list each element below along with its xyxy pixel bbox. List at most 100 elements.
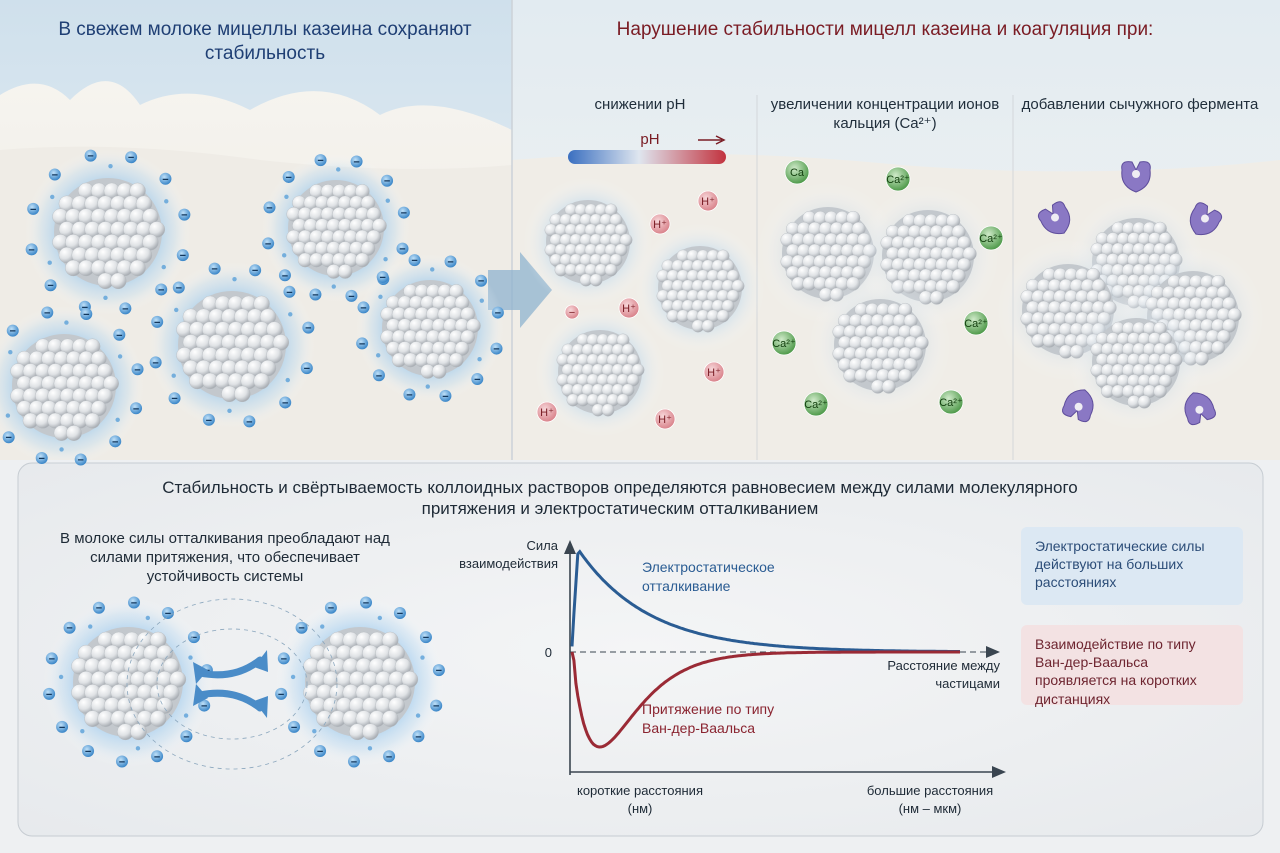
svg-text:−: − xyxy=(379,272,385,284)
svg-text:−: − xyxy=(96,603,102,615)
svg-text:−: − xyxy=(87,151,93,163)
svg-text:−: − xyxy=(569,307,575,319)
svg-text:−: − xyxy=(134,364,140,376)
svg-text:−: − xyxy=(38,453,44,465)
svg-text:−: − xyxy=(304,363,310,375)
svg-text:−: − xyxy=(112,436,118,448)
svg-text:−: − xyxy=(59,722,65,734)
svg-text:−: − xyxy=(158,284,164,296)
micelle-ph-2 xyxy=(635,223,765,353)
svg-text:−: − xyxy=(52,170,58,182)
svg-text:−: − xyxy=(83,309,89,321)
svg-text:−: − xyxy=(181,210,187,222)
svg-text:−: − xyxy=(128,152,134,164)
micelle-ph-1 xyxy=(523,177,653,307)
calcium-ion-1: Ca xyxy=(785,160,809,184)
chart-xlabel-line2: частицами xyxy=(935,676,1000,691)
svg-text:−: − xyxy=(206,415,212,427)
svg-text:−: − xyxy=(85,746,91,758)
chart-xlabel-line1: Расстояние между xyxy=(887,658,1000,673)
svg-text:−: − xyxy=(266,202,272,214)
svg-text:−: − xyxy=(298,623,304,635)
svg-text:−: − xyxy=(291,722,297,734)
chart-ylabel-line1: Сила xyxy=(527,538,559,553)
svg-text:Ca²⁺: Ca²⁺ xyxy=(964,318,988,330)
svg-text:−: − xyxy=(474,374,480,386)
series-label-repulsion-line2: отталкивание xyxy=(642,578,731,594)
chart-x-short-line2: (нм) xyxy=(628,801,653,816)
svg-text:−: − xyxy=(312,289,318,301)
svg-text:−: − xyxy=(495,308,501,320)
svg-text:H⁺: H⁺ xyxy=(658,414,672,426)
svg-text:−: − xyxy=(399,244,405,256)
svg-text:Ca²⁺: Ca²⁺ xyxy=(804,399,828,411)
svg-text:−: − xyxy=(119,757,125,769)
chart-ylabel-line2: взаимодействия xyxy=(459,556,558,571)
chart-zero-label: 0 xyxy=(545,645,552,660)
svg-text:−: − xyxy=(180,250,186,262)
svg-text:−: − xyxy=(281,653,287,665)
hydrogen-ion-6: H⁺ xyxy=(655,409,675,429)
svg-text:−: − xyxy=(436,665,442,677)
svg-text:−: − xyxy=(351,757,357,769)
chart-x-long-line2: (нм – мкм) xyxy=(899,801,962,816)
svg-text:−: − xyxy=(183,731,189,743)
svg-text:−: − xyxy=(5,432,11,444)
svg-text:−: − xyxy=(152,357,158,369)
svg-text:−: − xyxy=(401,208,407,220)
svg-text:−: − xyxy=(286,287,292,299)
hydrogen-ion-2: H⁺ xyxy=(698,191,718,211)
svg-text:−: − xyxy=(442,391,448,403)
svg-text:−: − xyxy=(411,255,417,267)
svg-text:−: − xyxy=(30,204,36,216)
svg-text:−: − xyxy=(360,302,366,314)
svg-text:−: − xyxy=(246,416,252,428)
svg-text:Ca: Ca xyxy=(790,167,805,179)
svg-text:−: − xyxy=(285,172,291,184)
svg-text:−: − xyxy=(154,317,160,329)
svg-text:−: − xyxy=(317,746,323,758)
chart-x-short-line1: короткие расстояния xyxy=(577,783,703,798)
calcium-ion-5: Ca²⁺ xyxy=(964,311,988,335)
calcium-ion-3: Ca²⁺ xyxy=(979,226,1003,250)
svg-text:−: − xyxy=(359,338,365,350)
svg-text:−: − xyxy=(49,653,55,665)
svg-text:−: − xyxy=(348,291,354,303)
svg-text:−: − xyxy=(211,264,217,276)
chart-x-long-line1: большие расстояния xyxy=(867,783,993,798)
svg-text:−: − xyxy=(252,265,258,277)
svg-text:−: − xyxy=(78,455,84,467)
note-van-der-waals: Взаимодействие по типу Ван-дер-Ваальса п… xyxy=(1021,625,1243,705)
note-electrostatic: Электростатические силы действуют на бол… xyxy=(1021,527,1243,605)
svg-text:−: − xyxy=(154,751,160,763)
svg-text:H⁺: H⁺ xyxy=(540,407,554,419)
svg-text:−: − xyxy=(10,326,16,338)
svg-text:Ca²⁺: Ca²⁺ xyxy=(772,338,796,350)
svg-text:−: − xyxy=(376,370,382,382)
svg-text:H⁺: H⁺ xyxy=(653,219,667,231)
svg-text:−: − xyxy=(386,751,392,763)
svg-text:−: − xyxy=(122,303,128,315)
svg-text:−: − xyxy=(478,276,484,288)
svg-text:−: − xyxy=(191,632,197,644)
svg-text:Ca²⁺: Ca²⁺ xyxy=(886,174,910,186)
svg-text:H⁺: H⁺ xyxy=(707,367,721,379)
svg-text:−: − xyxy=(447,257,453,269)
svg-text:H⁺: H⁺ xyxy=(701,196,715,208)
svg-text:−: − xyxy=(201,701,207,713)
svg-text:−: − xyxy=(116,330,122,342)
series-label-attraction-line1: Притяжение по типу xyxy=(642,701,774,717)
svg-text:−: − xyxy=(131,597,137,609)
ph-scale-bar xyxy=(568,150,726,164)
svg-text:−: − xyxy=(384,176,390,188)
svg-text:−: − xyxy=(328,603,334,615)
svg-text:H⁺: H⁺ xyxy=(622,303,636,315)
svg-text:−: − xyxy=(278,689,284,701)
svg-text:−: − xyxy=(353,157,359,169)
calcium-ion-4: Ca²⁺ xyxy=(772,331,796,355)
svg-text:Ca²⁺: Ca²⁺ xyxy=(939,397,963,409)
svg-text:Ca²⁺: Ca²⁺ xyxy=(979,233,1003,245)
micelle-calcium-3 xyxy=(809,274,952,417)
svg-text:−: − xyxy=(162,174,168,186)
